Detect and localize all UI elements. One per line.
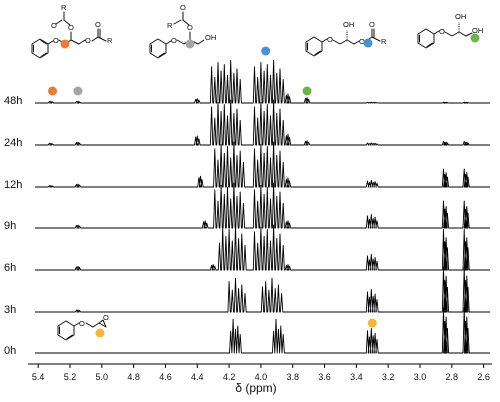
- marker-dot-grey: [73, 86, 83, 96]
- spectrum-label: 48h: [4, 95, 22, 107]
- x-tick-label: 3.6: [318, 372, 331, 382]
- spectrum-trace: [35, 59, 490, 104]
- structure-monoester-primary-oh: O O O R OH: [149, 3, 216, 59]
- atom-label: O: [187, 23, 193, 32]
- blue-dot-monoester: [363, 38, 373, 48]
- x-tick-label: 4.2: [223, 372, 236, 382]
- x-tick-label: 4.8: [127, 372, 140, 382]
- x-tick-label: 5.2: [64, 372, 77, 382]
- spectrum-label: 3h: [4, 304, 16, 316]
- spectrum-label: 6h: [4, 262, 16, 274]
- marker-dot-green: [302, 86, 312, 96]
- atom-label: O: [180, 3, 186, 12]
- spectrum-label: 24h: [4, 137, 22, 149]
- atom-label: OH: [343, 20, 354, 29]
- spectrum-trace: [35, 99, 490, 146]
- spectrum-trace: [35, 307, 490, 354]
- atom-label: O: [79, 319, 85, 328]
- x-tick-label: 5.0: [96, 372, 109, 382]
- atom-label: R: [381, 37, 387, 46]
- x-tick-label: 5.4: [32, 372, 45, 382]
- x-tick-label: 3.2: [382, 372, 395, 382]
- structure-monoester-secondary-oh: O OH O O R: [305, 20, 387, 57]
- spectrum-label: 0h: [4, 345, 16, 357]
- spectrum-labels: 48h 24h 12h 9h 6h 3h 0h: [4, 95, 22, 357]
- atom-label: O: [327, 35, 333, 44]
- x-axis-ticks: 5.4 5.2 5.0 4.8 4.6 4.4 4.2 4.0 3.8 3.6 3.4 3.2 3.0 2…: [32, 364, 490, 382]
- x-tick-label: 4.0: [255, 372, 268, 382]
- atom-label: O: [68, 23, 74, 32]
- atom-label: OH: [472, 26, 483, 35]
- atom-label: R: [61, 3, 67, 12]
- spectrum-trace: [35, 182, 490, 229]
- x-tick-label: 3.8: [286, 372, 299, 382]
- atom-label: O: [359, 37, 365, 46]
- spectrum-trace: [35, 141, 490, 188]
- atom-label: O: [95, 20, 101, 29]
- atom-label: O: [103, 313, 109, 322]
- structure-epoxide: O O: [57, 313, 109, 341]
- structure-diol: O OH OH: [417, 12, 483, 49]
- x-tick-label: 3.4: [350, 372, 363, 382]
- x-tick-label: 4.4: [191, 372, 204, 382]
- atom-label: O: [85, 36, 91, 45]
- marker-dot-orange: [48, 86, 57, 96]
- grey-dot-monoester: [185, 39, 195, 49]
- atom-label: R: [167, 21, 173, 30]
- atom-label: O: [369, 20, 375, 29]
- spectrum-trace: [35, 224, 490, 271]
- x-tick-label: 4.6: [159, 372, 172, 382]
- spectrum-trace: [35, 266, 490, 313]
- spectrum-label: 9h: [4, 220, 16, 232]
- signal-markers: [48, 46, 377, 328]
- atom-label: OH: [205, 33, 216, 42]
- marker-dot-blue: [261, 46, 271, 56]
- atom-label: O: [51, 21, 57, 30]
- orange-dot-diester: [60, 39, 70, 49]
- x-tick-label: 2.8: [446, 372, 459, 382]
- atom-label: O: [439, 27, 445, 36]
- atom-label: O: [171, 36, 177, 45]
- x-axis: 5.4 5.2 5.0 4.8 4.6 4.4 4.2 4.0 3.8 3.6 3.4 3.2 3.0 2…: [28, 363, 492, 395]
- spectrum-label: 12h: [4, 179, 22, 191]
- spectra-traces: [35, 59, 490, 354]
- x-tick-label: 3.0: [414, 372, 427, 382]
- marker-dot-yellow: [367, 318, 377, 328]
- atom-label: O: [53, 36, 59, 45]
- atom-label: R: [107, 36, 113, 45]
- yellow-dot-epoxide: [95, 328, 105, 338]
- x-axis-title: δ (ppm): [235, 381, 276, 395]
- green-dot-diol: [470, 33, 480, 43]
- x-tick-label: 2.6: [477, 372, 490, 382]
- atom-label: OH: [455, 12, 466, 21]
- structure-diester: O O O R O O R: [31, 3, 113, 59]
